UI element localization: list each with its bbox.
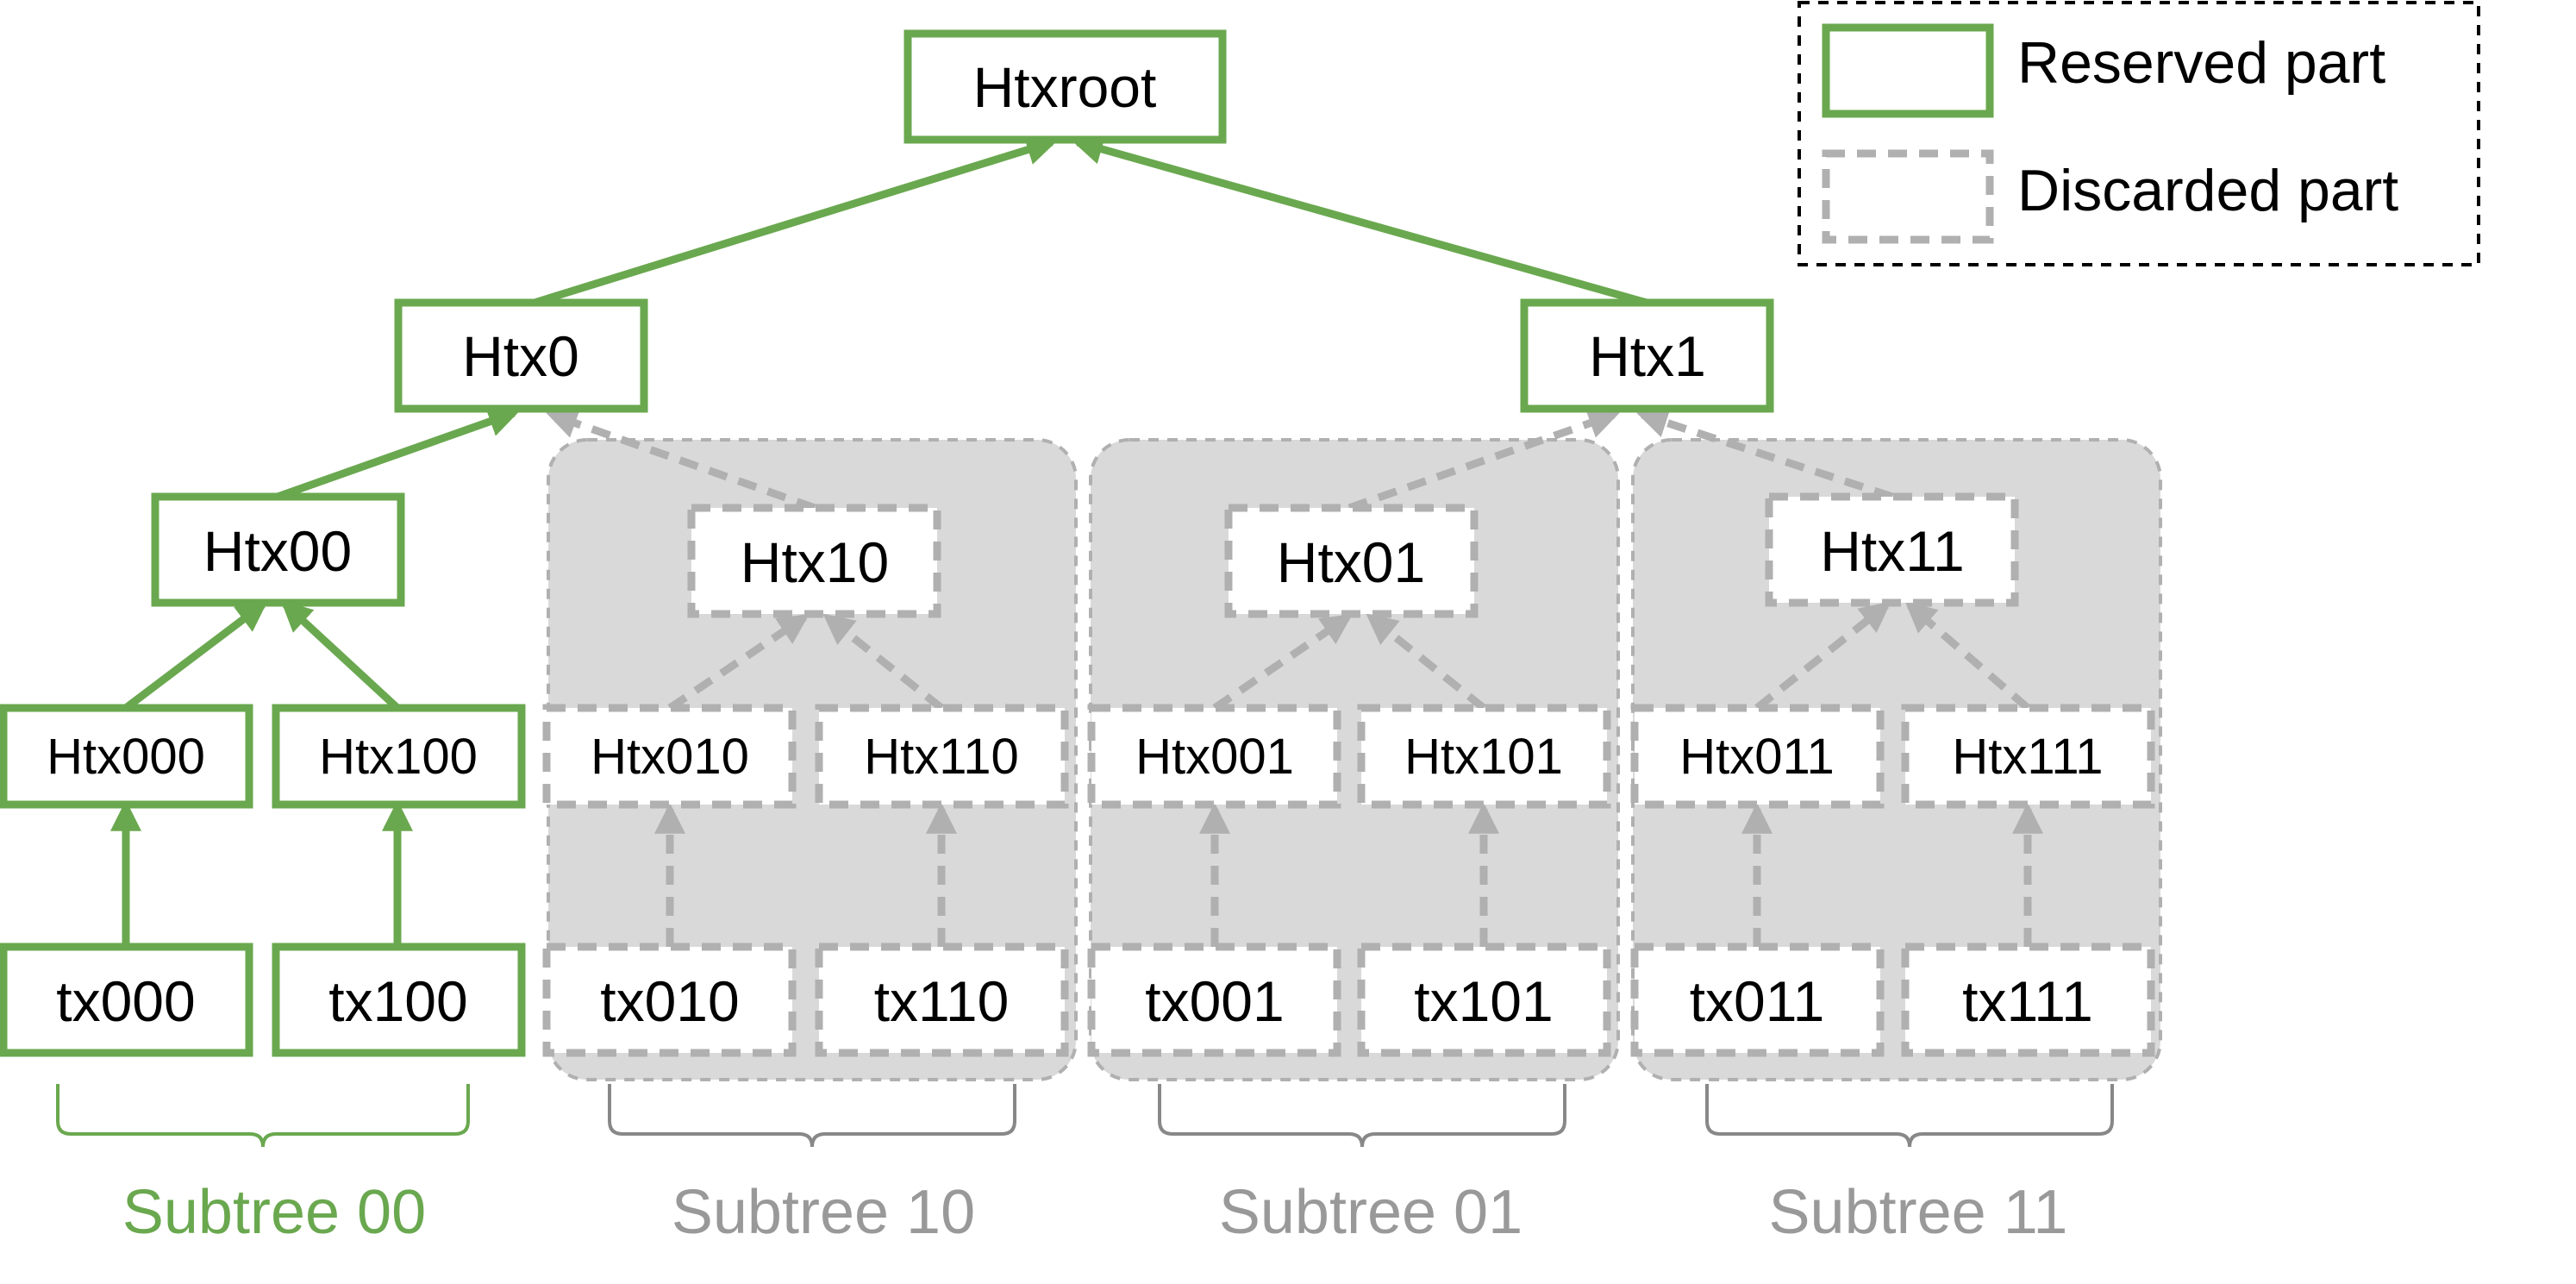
node-htx001: Htx001 — [1087, 704, 1341, 809]
subtree-00-label: Subtree 00 — [122, 1178, 426, 1247]
edge-htx01-htx1 — [1347, 408, 1620, 512]
legend-discarded-label: Discarded part — [2017, 158, 2398, 223]
brace-subtree-11 — [1705, 1084, 2114, 1148]
brace-subtree-00 — [56, 1084, 470, 1148]
node-tx101: tx101 — [1357, 943, 1611, 1057]
edge-htx111-htx11 — [1904, 601, 2030, 711]
node-htx110-label: Htx110 — [864, 729, 1018, 785]
edge-htx011-htx11 — [1754, 601, 1891, 711]
node-htx0-label: Htx0 — [462, 324, 579, 388]
node-htx1-label: Htx1 — [1589, 324, 1706, 388]
node-htx101-label: Htx101 — [1404, 729, 1563, 785]
reserved-edges — [110, 134, 1648, 947]
node-htx0: Htx0 — [394, 298, 648, 413]
node-htx00: Htx00 — [151, 492, 405, 607]
node-htx10-label: Htx10 — [741, 530, 889, 594]
node-tx111-label: tx111 — [1962, 969, 2093, 1033]
node-htx00-label: Htx00 — [203, 519, 352, 583]
node-htx111-label: Htx111 — [1952, 729, 2103, 785]
edge-htx11-htx1 — [1636, 407, 1894, 501]
edge-htx1-root — [1072, 134, 1648, 307]
node-htx110: Htx110 — [815, 704, 1069, 809]
node-tx100-label: tx100 — [328, 969, 467, 1033]
legend: Reserved part Discarded part — [1798, 1, 2480, 266]
node-tx000-label: tx000 — [56, 969, 195, 1033]
node-htx100: Htx100 — [272, 704, 526, 809]
node-tx000: tx000 — [0, 943, 253, 1057]
subtree-labels: Subtree 00 Subtree 10 Subtree 01 Subtree… — [122, 1178, 2068, 1247]
node-htx010-label: Htx010 — [591, 729, 749, 785]
edge-htx001-htx01 — [1212, 613, 1353, 711]
node-htx10: Htx10 — [687, 504, 941, 618]
node-htx01-label: Htx01 — [1277, 530, 1425, 594]
node-htx000: Htx000 — [0, 704, 253, 809]
node-htx001-label: Htx001 — [1135, 729, 1294, 785]
node-htx1: Htx1 — [1520, 298, 1774, 413]
subtree-braces — [56, 1084, 2114, 1148]
node-htxroot-label: Htxroot — [973, 55, 1157, 119]
node-tx011-label: tx011 — [1690, 969, 1825, 1033]
legend-reserved-swatch — [1822, 23, 1994, 118]
edge-htx0-root — [533, 135, 1058, 307]
edge-htx000-htx00 — [123, 600, 268, 711]
legend-reserved-label: Reserved part — [2017, 30, 2385, 96]
node-htx100-label: Htx100 — [319, 729, 478, 785]
edge-htx10-htx0 — [546, 408, 816, 512]
node-htxroot: Htxroot — [903, 29, 1227, 144]
edge-htx110-htx10 — [822, 613, 944, 711]
node-htx01: Htx01 — [1224, 504, 1479, 618]
edge-htx010-htx10 — [667, 613, 810, 711]
node-tx110-label: tx110 — [874, 969, 1010, 1033]
node-htx101: Htx101 — [1357, 704, 1611, 809]
node-htx011: Htx011 — [1630, 704, 1885, 809]
node-tx001-label: tx001 — [1145, 969, 1284, 1033]
legend-discarded-swatch — [1822, 149, 1994, 244]
node-htx010: Htx010 — [542, 704, 797, 809]
brace-subtree-01 — [1158, 1084, 1566, 1148]
node-tx010: tx010 — [542, 943, 797, 1057]
brace-subtree-10 — [608, 1084, 1016, 1148]
discarded-nodes: Htx10 Htx01 Htx11 Htx010 Htx110 Htx001 H… — [542, 492, 2155, 1057]
node-htx11-label: Htx11 — [1820, 519, 1965, 583]
discarded-edges — [546, 407, 2043, 947]
node-tx010-label: tx010 — [600, 969, 739, 1033]
node-htx111: Htx111 — [1901, 704, 2155, 809]
node-tx101-label: tx101 — [1414, 969, 1553, 1033]
subtree-10-label: Subtree 10 — [672, 1178, 975, 1247]
node-tx110: tx110 — [815, 943, 1069, 1057]
node-htx11: Htx11 — [1765, 492, 2019, 607]
node-htx011-label: Htx011 — [1679, 729, 1834, 785]
reserved-nodes: Htxroot Htx0 Htx1 Htx00 Htx000 Htx100 tx… — [0, 29, 1774, 1057]
edge-htx00-htx0 — [276, 406, 520, 501]
node-tx111: tx111 — [1901, 943, 2155, 1057]
discarded-subtree-backgrounds — [547, 438, 2162, 1081]
node-htx000-label: Htx000 — [47, 729, 205, 785]
node-tx011: tx011 — [1630, 943, 1885, 1057]
node-tx100: tx100 — [272, 943, 526, 1057]
subtree-11-label: Subtree 11 — [1769, 1178, 2068, 1247]
edge-htx101-htx01 — [1366, 613, 1486, 711]
subtree-01-label: Subtree 01 — [1219, 1178, 1522, 1247]
edge-htx100-htx00 — [280, 600, 401, 711]
node-tx001: tx001 — [1087, 943, 1341, 1057]
